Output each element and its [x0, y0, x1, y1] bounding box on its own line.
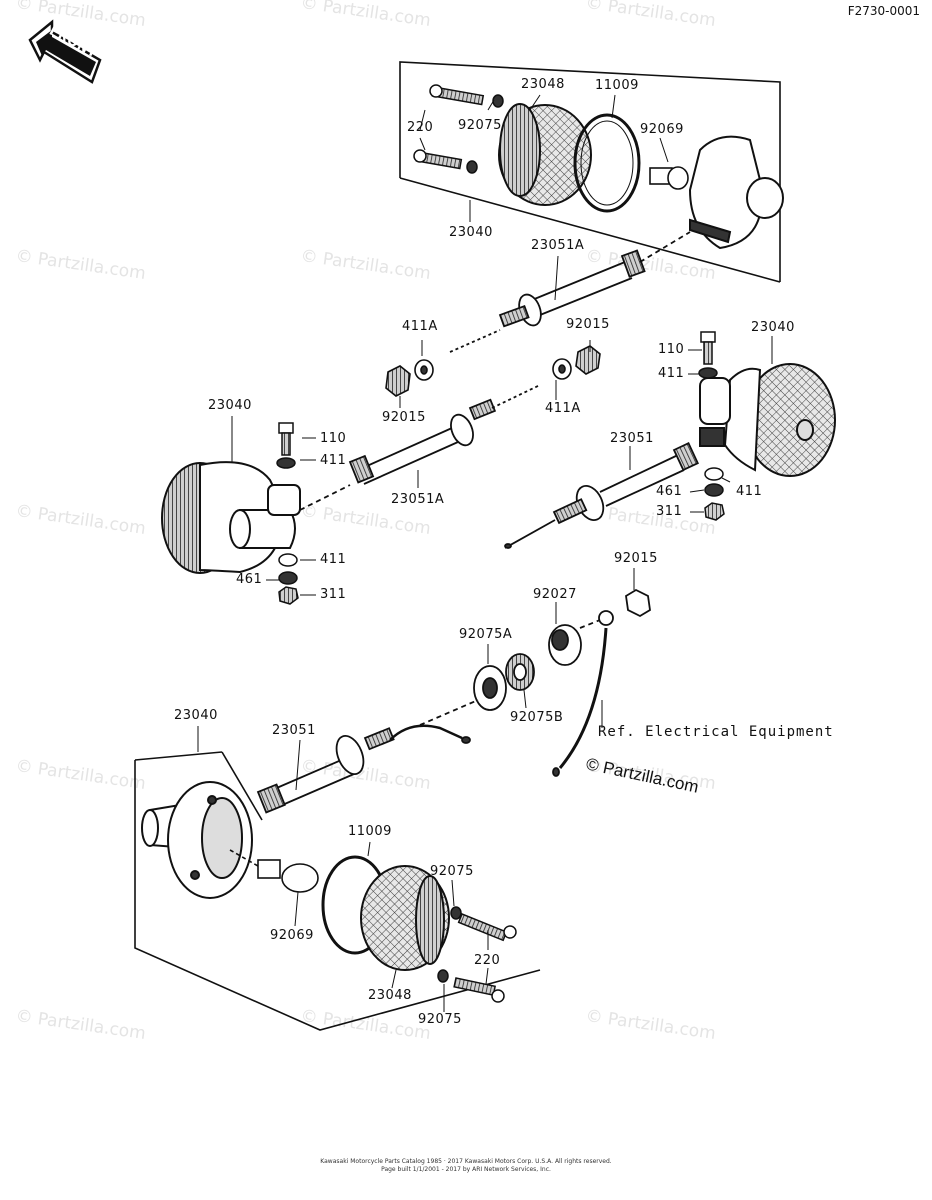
part-label-411: 411 — [320, 552, 347, 567]
part-label-311: 311 — [320, 587, 347, 602]
part-label-92075B: 92075B — [510, 710, 564, 725]
washer-411A-left — [385, 359, 434, 397]
part-label-92069: 92069 — [640, 122, 684, 137]
part-label-92075A: 92075A — [459, 627, 513, 642]
part-label-23040: 23040 — [751, 320, 795, 335]
part-label-23048: 23048 — [521, 77, 565, 92]
part-label-411: 411 — [320, 453, 347, 468]
diagram-code: F2730-0001 — [847, 4, 920, 18]
part-label-23040: 23040 — [174, 708, 218, 723]
part-label-92075: 92075 — [430, 864, 474, 879]
part-label-92027: 92027 — [533, 587, 577, 602]
part-label-23051A: 23051A — [391, 492, 445, 507]
top-lens-assembly-box — [399, 61, 781, 283]
part-label-311: 311 — [656, 504, 683, 519]
left-cable-23051A — [299, 384, 541, 511]
left-bolt-110 — [276, 422, 296, 469]
grommet-group — [419, 588, 651, 777]
left-nuts — [278, 553, 299, 605]
footer-page-built: Page built 1/1/2001 - 2017 by ARI Networ… — [381, 1166, 551, 1173]
part-label-23040: 23040 — [208, 398, 252, 413]
bottom-cable-23051 — [256, 724, 471, 814]
part-label-92075: 92075 — [458, 118, 502, 133]
part-label-92015: 92015 — [614, 551, 658, 566]
part-label-92015: 92015 — [566, 317, 610, 332]
part-label-411: 411 — [658, 366, 685, 381]
part-label-23048: 23048 — [368, 988, 412, 1003]
part-label-220: 220 — [407, 120, 434, 135]
leader-lines — [197, 94, 773, 1012]
part-label-110: 110 — [320, 431, 347, 446]
top-bulb — [649, 166, 689, 190]
left-turn-signal — [161, 461, 301, 574]
part-label-220: 220 — [474, 953, 501, 968]
top-cable-23051A — [449, 231, 691, 353]
part-label-411A: 411A — [545, 401, 581, 416]
part-label-411A: 411A — [402, 319, 438, 334]
part-label-23051: 23051 — [272, 723, 316, 738]
ref-electrical-equipment: Ref. Electrical Equipment — [598, 724, 834, 740]
top-gasket — [573, 113, 641, 213]
part-label-23051: 23051 — [610, 431, 654, 446]
right-turn-signal — [699, 363, 836, 477]
front-arrow-icon — [28, 19, 102, 84]
right-bolt-110 — [698, 331, 718, 379]
bottom-screws — [437, 906, 517, 1003]
part-label-92075: 92075 — [418, 1012, 462, 1027]
bottom-housing — [141, 781, 253, 899]
part-label-11009: 11009 — [348, 824, 392, 839]
part-label-92015: 92015 — [382, 410, 426, 425]
part-label-92069: 92069 — [270, 928, 314, 943]
bottom-lens — [360, 865, 450, 971]
right-cable-23051 — [504, 442, 699, 549]
bottom-lens-assembly-box — [134, 751, 541, 1031]
part-label-461: 461 — [656, 484, 683, 499]
part-label-11009: 11009 — [595, 78, 639, 93]
top-housing — [688, 135, 784, 250]
part-label-461: 461 — [236, 572, 263, 587]
right-nuts — [704, 467, 725, 521]
top-lens — [498, 103, 592, 206]
footer-copyright: Kawasaki Motorcycle Parts Catalog 1985 ·… — [320, 1158, 612, 1165]
bottom-bulb — [229, 849, 319, 893]
part-label-23051A: 23051A — [531, 238, 585, 253]
washer-411A-right — [552, 345, 601, 380]
part-label-110: 110 — [658, 342, 685, 357]
part-label-411: 411 — [736, 484, 763, 499]
part-label-23040: 23040 — [449, 225, 493, 240]
